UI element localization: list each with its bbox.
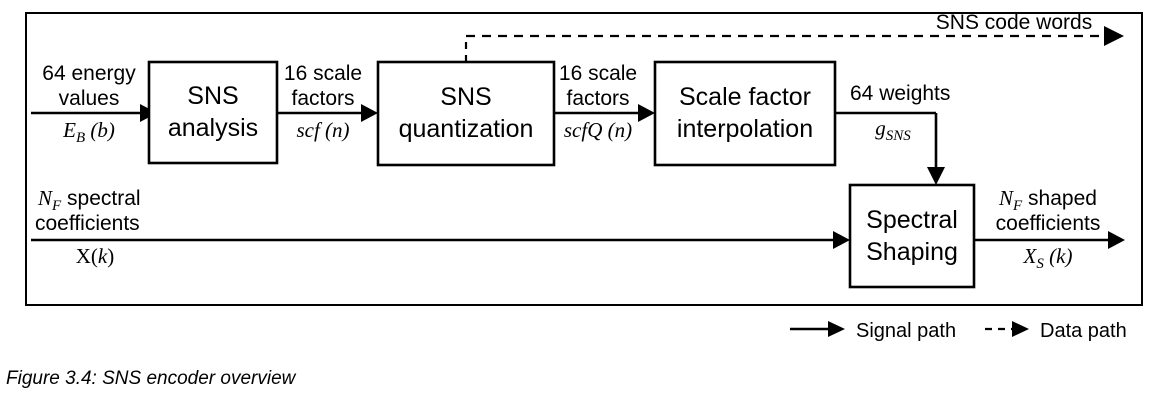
legend-signal-path-arrowhead xyxy=(828,321,845,337)
label-weights-symbol: gSNS xyxy=(875,116,911,144)
block-spectral-shaping[interactable] xyxy=(848,183,976,289)
arrowhead-weights xyxy=(927,167,945,185)
label-spectral-in-line2: coefficients xyxy=(35,212,140,235)
label-scf-line2: factors xyxy=(291,87,354,110)
block-sns-analysis[interactable] xyxy=(147,60,279,165)
block-scale-factor-interpolation[interactable] xyxy=(653,60,837,167)
label-scf-line1: 16 scale xyxy=(284,62,362,85)
arrowhead-code-words xyxy=(1104,26,1124,46)
block-sns-quantization-label-line1: SNS xyxy=(440,83,491,111)
label-spectral-in-symbol: X(k) xyxy=(76,244,115,268)
label-spectral-out-line2: coefficients xyxy=(996,212,1101,235)
label-scfq-line2: factors xyxy=(566,87,629,110)
label-scf-symbol: scf (n) xyxy=(296,118,349,142)
label-scfq-line1: 16 scale xyxy=(559,62,637,85)
block-spectral-shaping-label-line1: Spectral xyxy=(866,206,958,234)
label-energy-values-line1: 64 energy xyxy=(42,62,136,85)
label-energy-values-symbol: EB (b) xyxy=(62,118,115,146)
block-sns-quantization[interactable] xyxy=(376,60,556,167)
label-code-words: SNS code words xyxy=(936,11,1092,34)
block-scale-factor-interpolation-label-line2: interpolation xyxy=(677,115,813,143)
legend-data-path-label: Data path xyxy=(1040,320,1127,342)
diagram-outer-frame xyxy=(25,12,1143,306)
block-sns-analysis-label-line1: SNS xyxy=(187,82,238,110)
arrowhead-spectral-out xyxy=(1108,231,1125,249)
label-spectral-in-line1: NF spectral xyxy=(37,186,141,214)
block-scale-factor-interpolation-label-line1: Scale factor xyxy=(679,83,811,111)
label-energy-values-line2: values xyxy=(59,87,120,110)
label-spectral-out-line1: NF shaped xyxy=(998,186,1097,214)
figure-caption: Figure 3.4: SNS encoder overview xyxy=(6,368,296,389)
label-weights: 64 weights xyxy=(850,82,950,105)
block-sns-quantization-label-line2: quantization xyxy=(399,115,534,143)
block-spectral-shaping-label-line2: Shaping xyxy=(866,238,958,266)
block-sns-analysis-label-line2: analysis xyxy=(168,114,258,142)
arrowhead-scfq xyxy=(638,104,655,122)
label-spectral-out-symbol: XS (k) xyxy=(1023,244,1073,272)
arrowhead-scf xyxy=(361,104,378,122)
legend-signal-path-label: Signal path xyxy=(856,320,956,342)
legend-data-path-arrowhead xyxy=(1012,321,1029,337)
label-scfq-symbol: scfQ (n) xyxy=(564,118,632,142)
arrowhead-spectral-in xyxy=(833,231,850,249)
